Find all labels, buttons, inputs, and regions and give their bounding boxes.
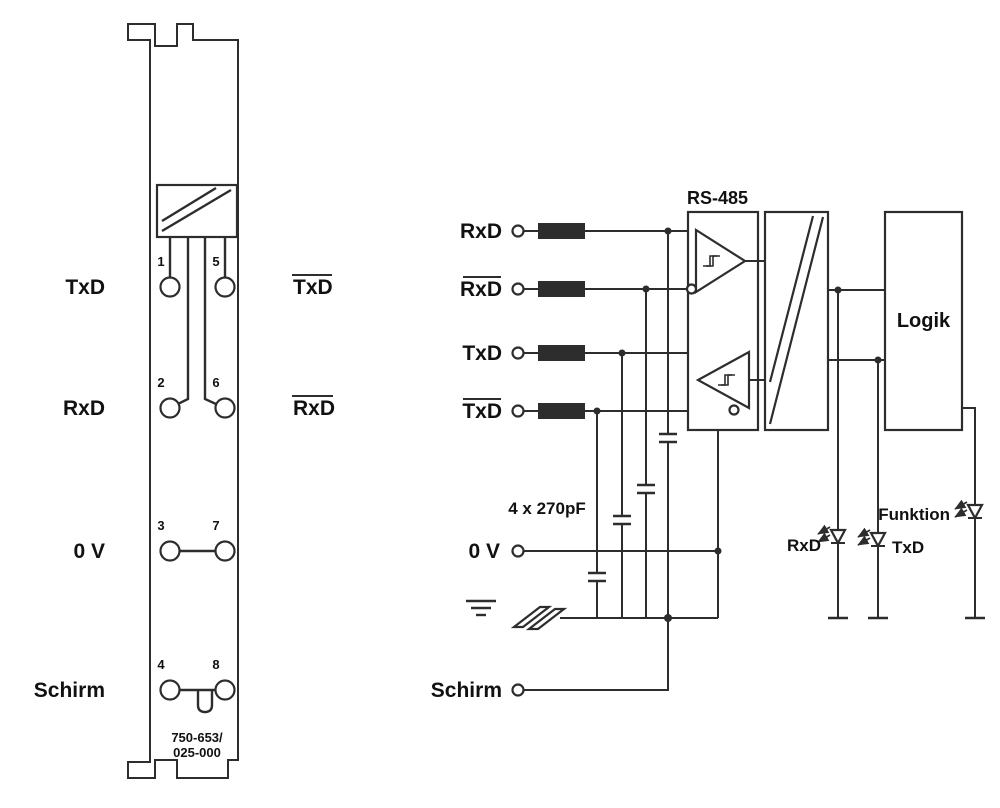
signal-label-rxd-inverted: RxD bbox=[460, 278, 502, 301]
filter-block-rxd-inv bbox=[538, 281, 585, 297]
circuit-diagram: RxD RxD TxD TxD bbox=[431, 188, 985, 702]
earth-ground-icon bbox=[466, 599, 496, 617]
filter-block-txd-inv bbox=[538, 403, 585, 419]
led-diode-icon bbox=[869, 531, 887, 549]
inverting-bubble-driver bbox=[728, 404, 740, 416]
module-isolation-box bbox=[155, 183, 239, 239]
led-diode-icon bbox=[829, 528, 847, 546]
signal-label-rxd: RxD bbox=[460, 220, 502, 243]
transceiver-label: RS-485 bbox=[687, 188, 748, 208]
zero-v-label: 0 V bbox=[468, 540, 500, 563]
terminal-number-7: 7 bbox=[212, 518, 219, 533]
filter-block-rxd bbox=[538, 223, 585, 239]
led-diode-icon bbox=[966, 503, 984, 521]
part-number-line1: 750-653/ bbox=[171, 730, 223, 745]
led-emission-arrow bbox=[954, 499, 968, 510]
galvanic-isolation-box bbox=[763, 210, 830, 432]
logic-label: Logik bbox=[897, 310, 951, 332]
shield-clamp-icon bbox=[510, 605, 568, 631]
rxd-led bbox=[817, 290, 848, 620]
module-label-rxd: RxD bbox=[63, 397, 105, 420]
terminal-point-txd-inv bbox=[511, 404, 525, 418]
funktion-led bbox=[954, 407, 985, 620]
shield-jumper-loop bbox=[196, 691, 214, 714]
terminal-number-3: 3 bbox=[157, 518, 164, 533]
led-label-rxd: RxD bbox=[787, 536, 821, 555]
module-terminals bbox=[159, 276, 236, 701]
receiver-triangle bbox=[685, 228, 765, 295]
filter-blocks bbox=[538, 223, 585, 419]
logik-box: Logik bbox=[883, 210, 964, 432]
terminal-6 bbox=[214, 397, 236, 419]
module-label-schirm: Schirm bbox=[34, 679, 105, 702]
schirm-label: Schirm bbox=[431, 679, 502, 702]
terminal-point-rxd-inv bbox=[511, 282, 525, 296]
terminal-number-6: 6 bbox=[212, 375, 219, 390]
terminal-1 bbox=[159, 276, 181, 298]
terminal-number-4: 4 bbox=[157, 657, 165, 672]
driver-triangle bbox=[695, 350, 765, 416]
terminal-number-1: 1 bbox=[157, 254, 164, 269]
terminal-number-8: 8 bbox=[212, 657, 219, 672]
signal-label-txd: TxD bbox=[462, 342, 502, 365]
terminal-point-0v bbox=[511, 544, 525, 558]
terminal-number-2: 2 bbox=[157, 375, 164, 390]
capacitor-value-label: 4 x 270pF bbox=[508, 499, 586, 518]
terminal-number-5: 5 bbox=[212, 254, 219, 269]
terminal-2 bbox=[159, 397, 181, 419]
capacitor-branches bbox=[588, 231, 677, 618]
terminal-point-txd bbox=[511, 346, 525, 360]
terminal-5 bbox=[214, 276, 236, 298]
led-emission-arrow bbox=[817, 524, 831, 535]
terminal-4 bbox=[159, 679, 181, 701]
terminal-3 bbox=[159, 540, 181, 562]
terminal-point-rxd bbox=[511, 224, 525, 238]
module-wires bbox=[168, 237, 227, 714]
terminal-module: 1 5 2 6 3 7 4 8 TxD RxD 0 V Schirm TxD R… bbox=[34, 23, 335, 779]
txd-led bbox=[857, 360, 888, 620]
inverting-bubble-receiver bbox=[685, 283, 698, 295]
junction-dots bbox=[593, 227, 882, 622]
terminal-numbers: 1 5 2 6 3 7 4 8 bbox=[157, 254, 219, 672]
terminal-point-schirm bbox=[511, 683, 525, 697]
module-label-rxd-inverted: RxD bbox=[293, 397, 335, 420]
signal-label-txd-inverted: TxD bbox=[462, 400, 502, 423]
terminal-7 bbox=[214, 540, 236, 562]
filter-block-txd bbox=[538, 345, 585, 361]
led-label-funktion: Funktion bbox=[878, 505, 950, 524]
terminal-8 bbox=[214, 679, 236, 701]
module-outline bbox=[127, 23, 239, 779]
module-label-0v: 0 V bbox=[73, 540, 105, 563]
led-emission-arrow bbox=[857, 527, 871, 538]
part-number-line2: 025-000 bbox=[173, 745, 221, 760]
schirm-line bbox=[524, 618, 669, 691]
module-label-txd: TxD bbox=[65, 276, 105, 299]
led-label-txd: TxD bbox=[892, 538, 924, 557]
module-label-txd-inverted: TxD bbox=[293, 276, 333, 299]
circuit-terminals bbox=[511, 224, 538, 697]
